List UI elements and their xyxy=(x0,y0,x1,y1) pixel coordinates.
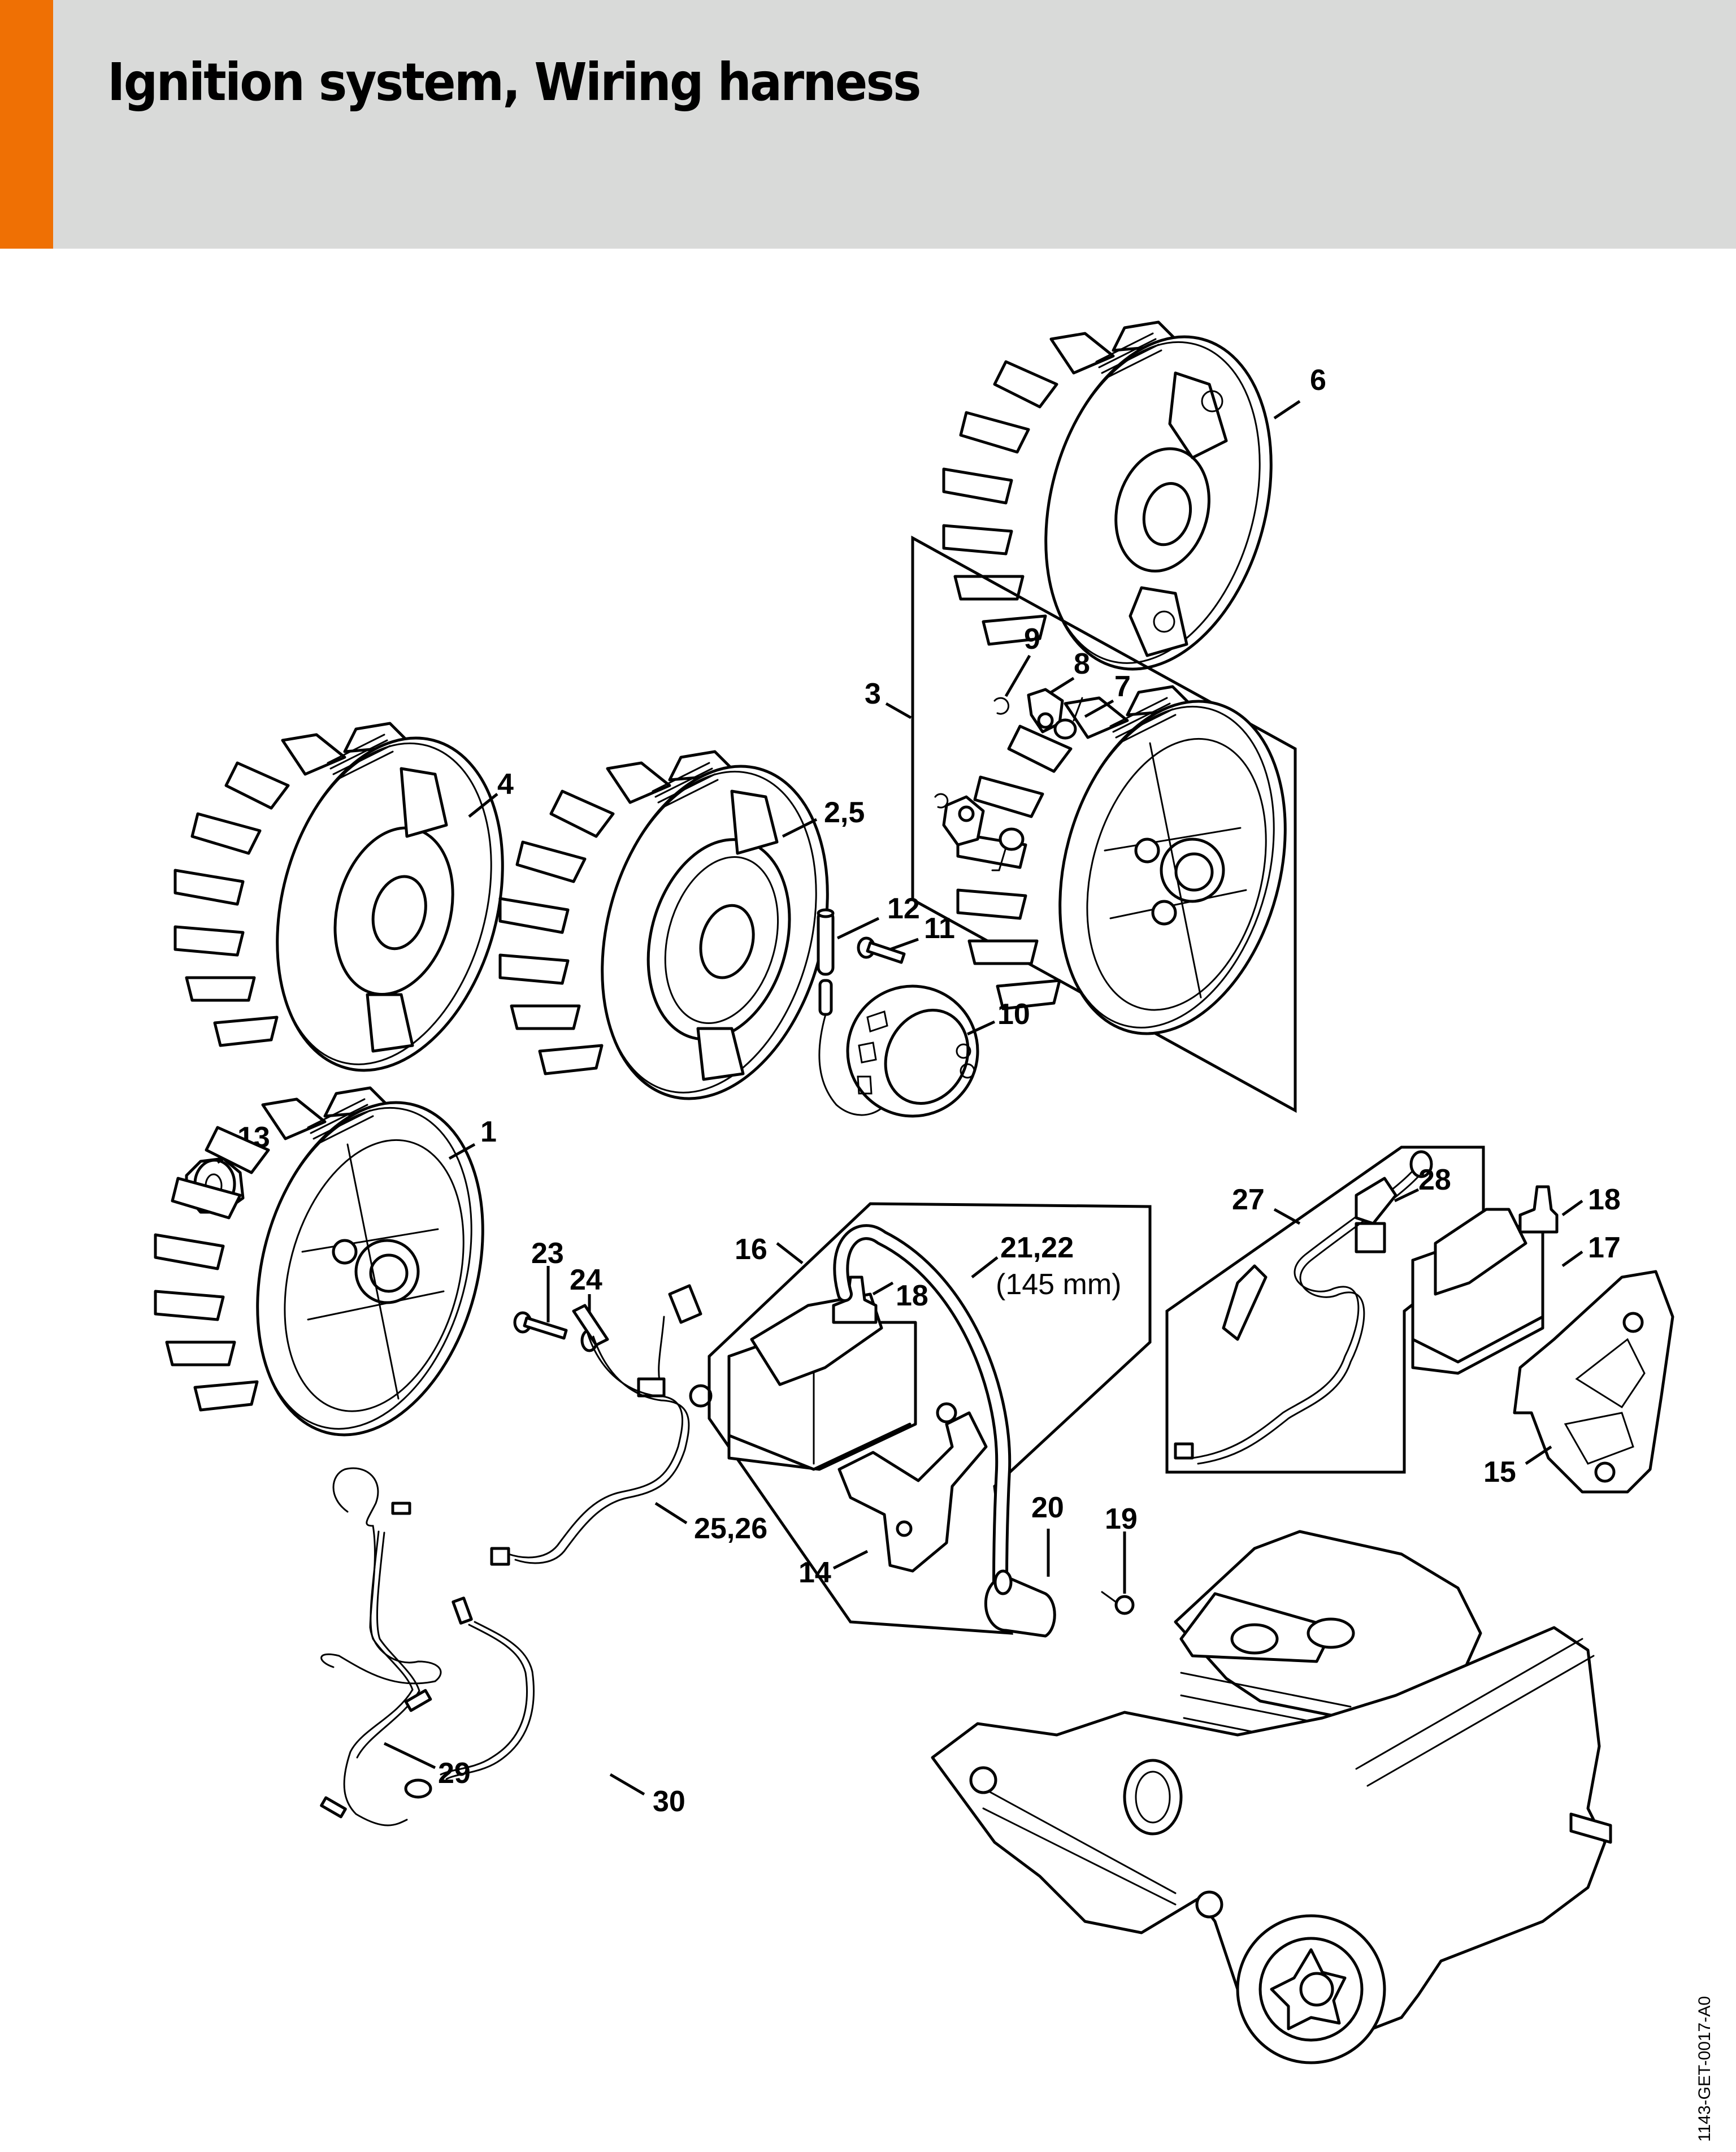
callout-18a: 18 xyxy=(896,1279,928,1312)
callout-9: 9 xyxy=(1024,623,1040,656)
leader-line-28 xyxy=(1394,1188,1420,1203)
callout-25-26: 25,26 xyxy=(694,1512,767,1545)
callout-3: 3 xyxy=(865,678,881,710)
leader-line-8 xyxy=(1050,676,1075,694)
page-title: Ignition system, Wiring harness xyxy=(107,52,921,112)
kit-box-16 xyxy=(708,1202,1152,1635)
leader-line-21-22 xyxy=(971,1256,999,1278)
retaining-ring-part-9 xyxy=(993,697,1010,715)
leader-line-27 xyxy=(1273,1208,1301,1225)
callout-4: 4 xyxy=(497,768,514,801)
leader-line-25-26 xyxy=(654,1502,688,1525)
leader-line-11 xyxy=(889,938,919,951)
callout-17: 17 xyxy=(1588,1231,1621,1264)
leader-line-12 xyxy=(836,917,880,940)
wiring-harness-part-27 xyxy=(1174,1150,1433,1465)
callout-12: 12 xyxy=(887,892,920,925)
callout-30: 30 xyxy=(653,1785,685,1818)
ground-wire-part-30 xyxy=(404,1596,535,1799)
leader-line-10 xyxy=(966,1020,996,1036)
flywheel-kit-part-3 xyxy=(958,676,1320,1059)
screw-part-23 xyxy=(513,1311,568,1340)
spring-part-19 xyxy=(1101,1591,1135,1615)
leader-line-30 xyxy=(609,1773,645,1796)
flywheel-part-4 xyxy=(175,713,537,1096)
ignition-module-part-17 xyxy=(1411,1185,1559,1375)
header-band: Ignition system, Wiring harness xyxy=(0,0,1736,249)
flywheel-part-6 xyxy=(944,311,1306,695)
flywheel-part-1 xyxy=(155,1077,518,1460)
callout-8: 8 xyxy=(1074,648,1090,680)
ignition-module-part-16 xyxy=(727,1275,917,1471)
callout-2-5: 2,5 xyxy=(824,796,865,829)
callout-1: 1 xyxy=(480,1116,497,1148)
leader-line-4 xyxy=(468,793,498,818)
kit-box-27 xyxy=(1165,1146,1485,1474)
kit-box-3 xyxy=(911,535,1297,1113)
engine-assembly xyxy=(931,1530,1612,2064)
wiring-harness-part-25-26 xyxy=(490,1284,713,1566)
leader-line-2-5 xyxy=(782,818,818,838)
accent-bar xyxy=(0,0,53,249)
screw-part-11 xyxy=(857,936,906,964)
callout-19: 19 xyxy=(1105,1503,1138,1535)
connector-part-28 xyxy=(1355,1177,1398,1225)
callout-15: 15 xyxy=(1483,1456,1516,1489)
ignition-lead-part-21-22 xyxy=(833,1224,1012,1590)
callout-7: 7 xyxy=(1114,670,1131,703)
callout-21-22-length: (145 mm) xyxy=(996,1268,1121,1301)
drawing-reference-number: 1143-GET-0017-A0 xyxy=(1695,1996,1714,2142)
leader-line-29 xyxy=(383,1742,436,1769)
bracket-part-14 xyxy=(837,1402,988,1573)
sleeve-part-12 xyxy=(817,908,894,1116)
leader-line-6 xyxy=(1273,400,1301,420)
callout-16: 16 xyxy=(735,1233,767,1266)
callout-21-22: 21,22 xyxy=(1000,1231,1074,1264)
leader-line-3 xyxy=(885,702,912,719)
callout-28: 28 xyxy=(1418,1164,1451,1196)
callout-18b: 18 xyxy=(1588,1183,1621,1216)
callout-23: 23 xyxy=(531,1237,564,1270)
callout-10: 10 xyxy=(997,998,1030,1031)
leader-line-18a xyxy=(872,1281,894,1296)
pawl-lower xyxy=(934,793,1025,871)
callout-14: 14 xyxy=(798,1556,831,1589)
leader-line-1 xyxy=(448,1143,476,1160)
leader-line-7 xyxy=(1084,699,1114,718)
leader-line-17 xyxy=(1561,1250,1583,1268)
leader-line-15 xyxy=(1525,1445,1552,1465)
leader-line-14 xyxy=(832,1550,869,1570)
spark-plug-boot-part-20 xyxy=(984,1569,1056,1638)
leader-line-16 xyxy=(776,1242,804,1264)
callout-6: 6 xyxy=(1310,364,1326,397)
cover-part-15 xyxy=(1513,1270,1674,1494)
callout-20: 20 xyxy=(1031,1491,1064,1524)
callout-11: 11 xyxy=(924,912,955,945)
leader-line-9 xyxy=(1004,654,1031,697)
callout-27: 27 xyxy=(1232,1183,1265,1216)
wiring-harness-part-29 xyxy=(320,1467,442,1826)
callout-24: 24 xyxy=(570,1264,602,1296)
spring-part-7 xyxy=(1053,697,1083,740)
magnet-ring-part-10 xyxy=(846,984,979,1118)
flywheel-part-2-5 xyxy=(500,741,862,1124)
leader-line-18b xyxy=(1561,1199,1583,1217)
